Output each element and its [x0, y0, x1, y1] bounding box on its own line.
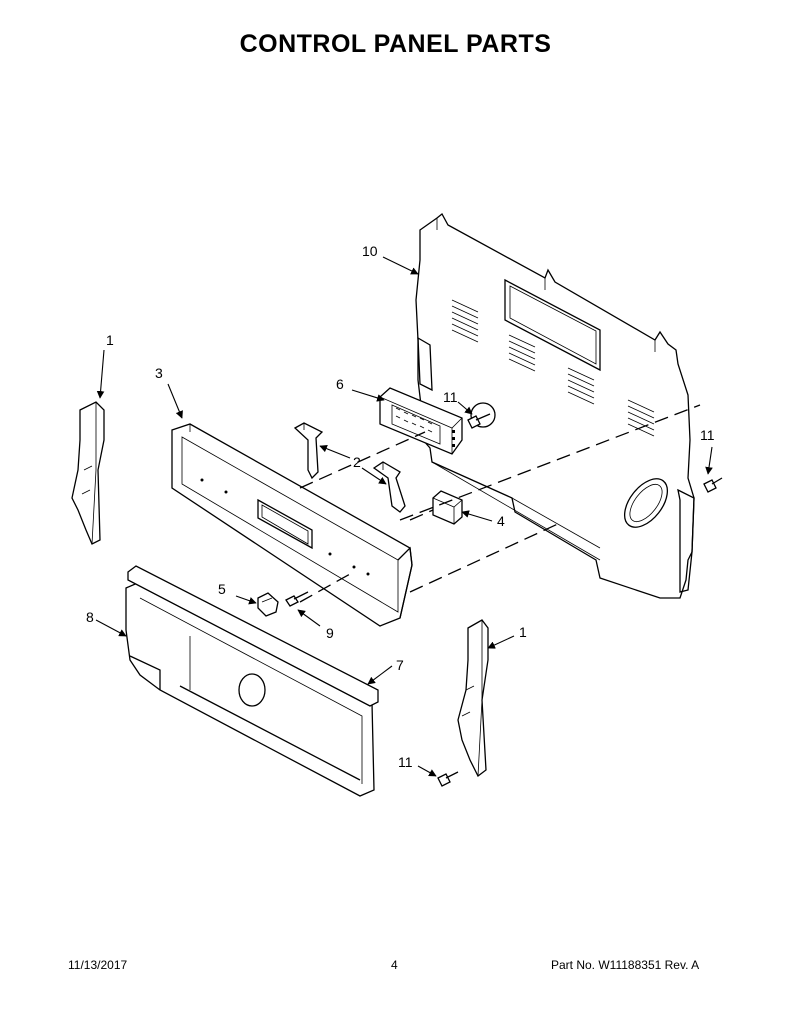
callout-4: 4 — [497, 513, 505, 529]
part-6-electronic-control — [379, 387, 463, 455]
part-7-rail — [127, 565, 379, 707]
callout-11-right: 11 — [700, 427, 715, 443]
callout-8: 8 — [86, 609, 94, 625]
part-8-lower-panel — [125, 581, 375, 797]
footer-page-number: 4 — [391, 958, 398, 972]
page-title: CONTROL PANEL PARTS — [239, 30, 552, 58]
part-2-brackets — [293, 422, 406, 513]
part-1-side-trim-right — [457, 619, 489, 777]
callout-11-bottom: 11 — [398, 754, 413, 770]
callout-11-top: 11 — [443, 389, 458, 405]
leader-lines — [95, 256, 713, 777]
callout-6: 6 — [336, 376, 344, 392]
callout-9: 9 — [326, 625, 334, 641]
callout-7: 7 — [396, 657, 404, 673]
part-9-screw — [285, 591, 309, 607]
assembly-lines — [299, 404, 701, 603]
callout-5: 5 — [218, 581, 226, 597]
part-1-side-trim-left — [71, 401, 105, 545]
footer-date: 11/13/2017 — [68, 958, 128, 972]
part-5-knob — [257, 592, 279, 617]
callout-10: 10 — [362, 243, 378, 259]
callout-1-left: 1 — [106, 332, 114, 348]
footer-part-number: Part No. W11188351 Rev. A — [551, 958, 700, 972]
callout-2: 2 — [353, 454, 361, 470]
part-11-screws — [437, 413, 723, 787]
part-4-module — [432, 490, 463, 525]
callout-1-right: 1 — [519, 624, 527, 640]
part-10-rear-panel — [415, 213, 695, 599]
part-3-console — [171, 423, 413, 627]
callout-3: 3 — [155, 365, 163, 381]
